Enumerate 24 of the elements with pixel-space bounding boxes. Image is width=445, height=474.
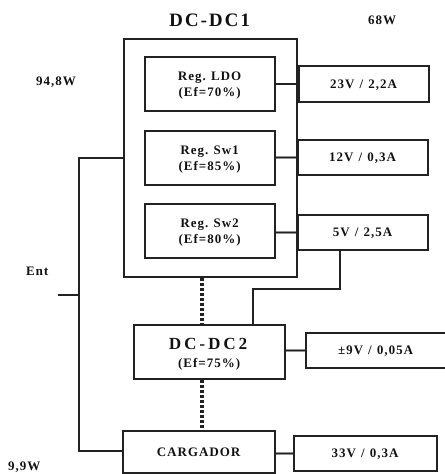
converter-box: Reg. Sw2 (Ef=80%) <box>144 203 276 259</box>
power-label: 68W <box>368 12 397 28</box>
converter-box: DC-DC2 (Ef=75%) <box>133 324 286 380</box>
converter-box: CARGADOR <box>122 430 276 474</box>
converter-title: DC-DC1 <box>168 10 253 32</box>
input-label: Ent <box>26 263 50 278</box>
output-box: 23V / 2,2A <box>298 65 430 103</box>
power-label: 94,8W <box>36 73 77 89</box>
dotted-connector <box>200 380 204 430</box>
connector-line <box>252 251 341 324</box>
dotted-connector <box>200 278 204 324</box>
connector-line <box>276 156 297 158</box>
output-box: 33V / 0,3A <box>293 435 438 472</box>
output-box: 12V / 0,3A <box>297 139 429 176</box>
connector-line <box>286 350 305 352</box>
connector-line <box>58 294 122 452</box>
power-label: 9,9W <box>8 458 42 474</box>
connector-line <box>276 232 297 234</box>
connector-line <box>276 452 293 454</box>
output-box: ±9V / 0,05A <box>305 332 445 369</box>
converter-box: Reg. Sw1 (Ef=85%) <box>144 130 276 186</box>
connector-line <box>276 83 298 85</box>
output-box: 5V / 2,5A <box>297 214 429 251</box>
converter-box: Reg. LDO (Ef=70%) <box>144 56 276 112</box>
